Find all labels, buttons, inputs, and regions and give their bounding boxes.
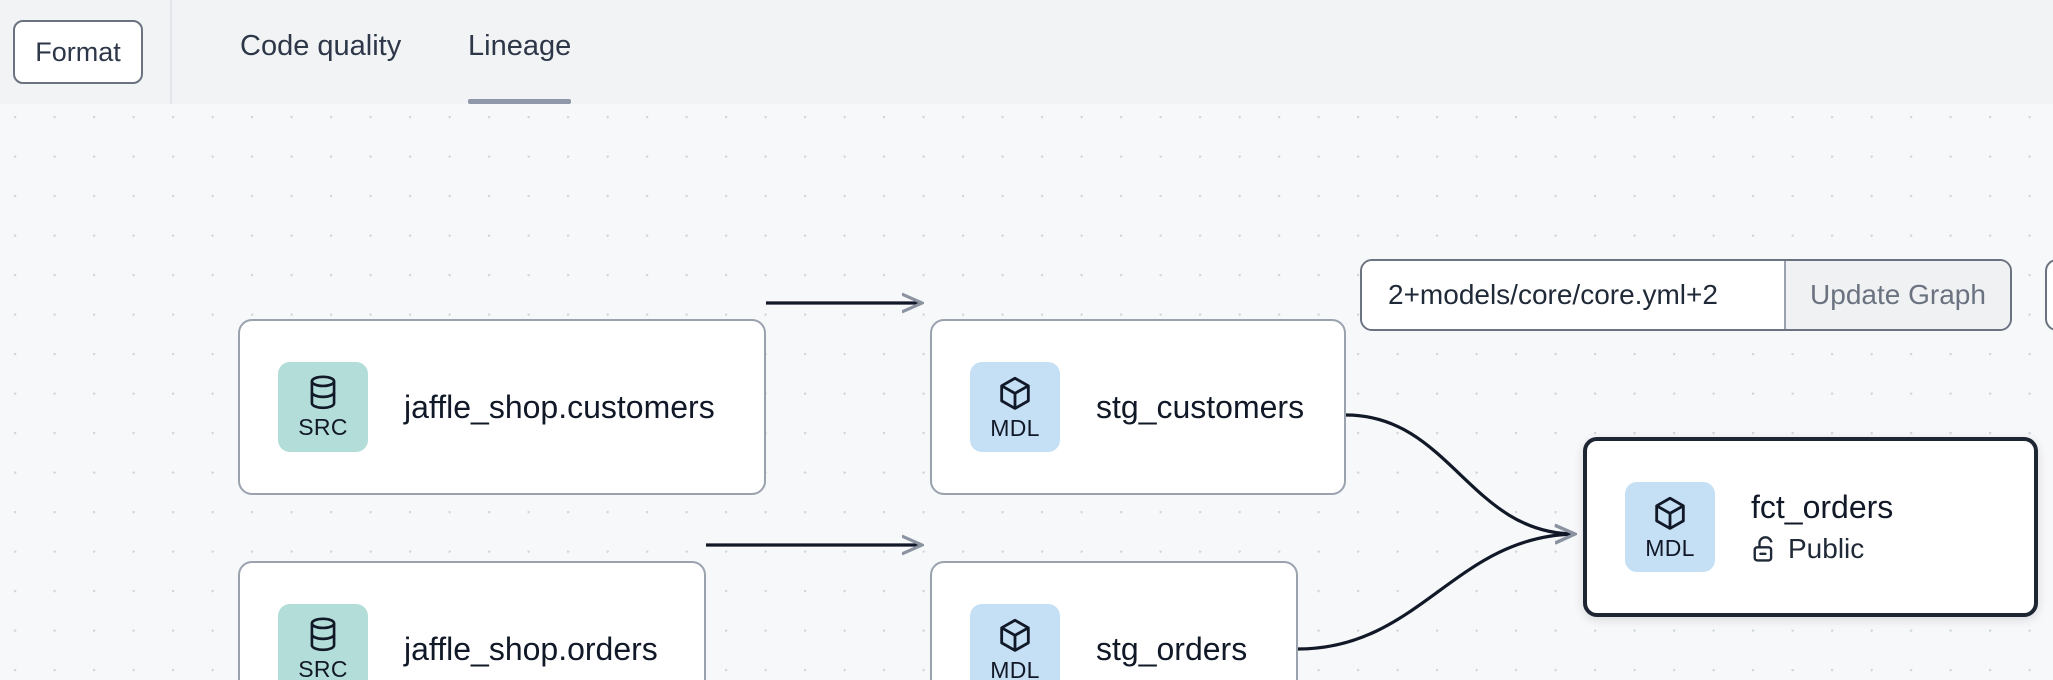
node-access-row: Public [1751, 533, 1893, 565]
format-button[interactable]: Format [13, 20, 143, 84]
graph-selector-input[interactable] [1362, 261, 1784, 329]
update-graph-button[interactable]: Update Graph [1784, 261, 2010, 329]
node-body: jaffle_shop.customers [404, 389, 715, 426]
node-badge-label: MDL [990, 414, 1040, 441]
node-title: stg_customers [1096, 388, 1305, 425]
node-badge-mdl: MDL [970, 604, 1060, 680]
node-body: stg_customers [1096, 389, 1304, 426]
node-body: stg_orders [1096, 631, 1247, 668]
node-title: stg_orders [1096, 630, 1248, 667]
lineage-node-fct-orders[interactable]: MDL fct_orders Public [1583, 437, 2038, 617]
node-badge-src: SRC [278, 362, 368, 452]
node-badge-mdl: MDL [1625, 482, 1715, 572]
node-badge-label: SRC [298, 656, 348, 680]
tab-lineage[interactable]: Lineage [468, 0, 572, 104]
lineage-node-stg-customers[interactable]: MDL stg_customers [930, 319, 1346, 495]
node-body: fct_orders Public [1751, 489, 1893, 566]
database-icon [310, 617, 336, 652]
lineage-node-stg-orders[interactable]: MDL stg_orders [930, 561, 1298, 680]
node-badge-label: SRC [298, 414, 348, 440]
edge-stg-customers-to-fct-orders [1345, 413, 1575, 534]
cube-icon [1000, 618, 1030, 652]
node-badge-label: MDL [990, 656, 1040, 680]
cube-icon [1000, 376, 1030, 410]
editor-toolbar: Format Code quality Lineage [0, 0, 2053, 104]
unlock-icon [1753, 536, 1773, 562]
tab-code-quality-label: Code quality [240, 30, 402, 62]
node-badge-label: MDL [1645, 534, 1695, 561]
graph-controls-overflow-button[interactable] [2045, 259, 2053, 331]
node-title: jaffle_shop.customers [404, 388, 715, 425]
node-badge-src: SRC [278, 604, 368, 680]
node-access-label: Public [1788, 533, 1865, 565]
edge-stg-orders-to-fct-orders [1297, 534, 1575, 651]
cube-icon [1655, 496, 1685, 530]
tab-lineage-label: Lineage [468, 30, 572, 62]
tab-code-quality[interactable]: Code quality [240, 0, 401, 104]
database-icon [310, 375, 336, 410]
toolbar-left-section: Format [0, 0, 172, 104]
node-title: jaffle_shop.orders [404, 630, 658, 667]
lineage-canvas[interactable]: SRC jaffle_shop.customers SRC jaffle_sho… [0, 104, 2053, 680]
lineage-node-jaffle-shop-customers[interactable]: SRC jaffle_shop.customers [238, 319, 766, 495]
lineage-node-jaffle-shop-orders[interactable]: SRC jaffle_shop.orders [238, 561, 706, 680]
node-title: fct_orders [1751, 488, 1894, 525]
node-body: jaffle_shop.orders [404, 631, 658, 668]
tab-active-underline [468, 99, 572, 104]
node-badge-mdl: MDL [970, 362, 1060, 452]
graph-controls: Update Graph [1360, 259, 2012, 331]
